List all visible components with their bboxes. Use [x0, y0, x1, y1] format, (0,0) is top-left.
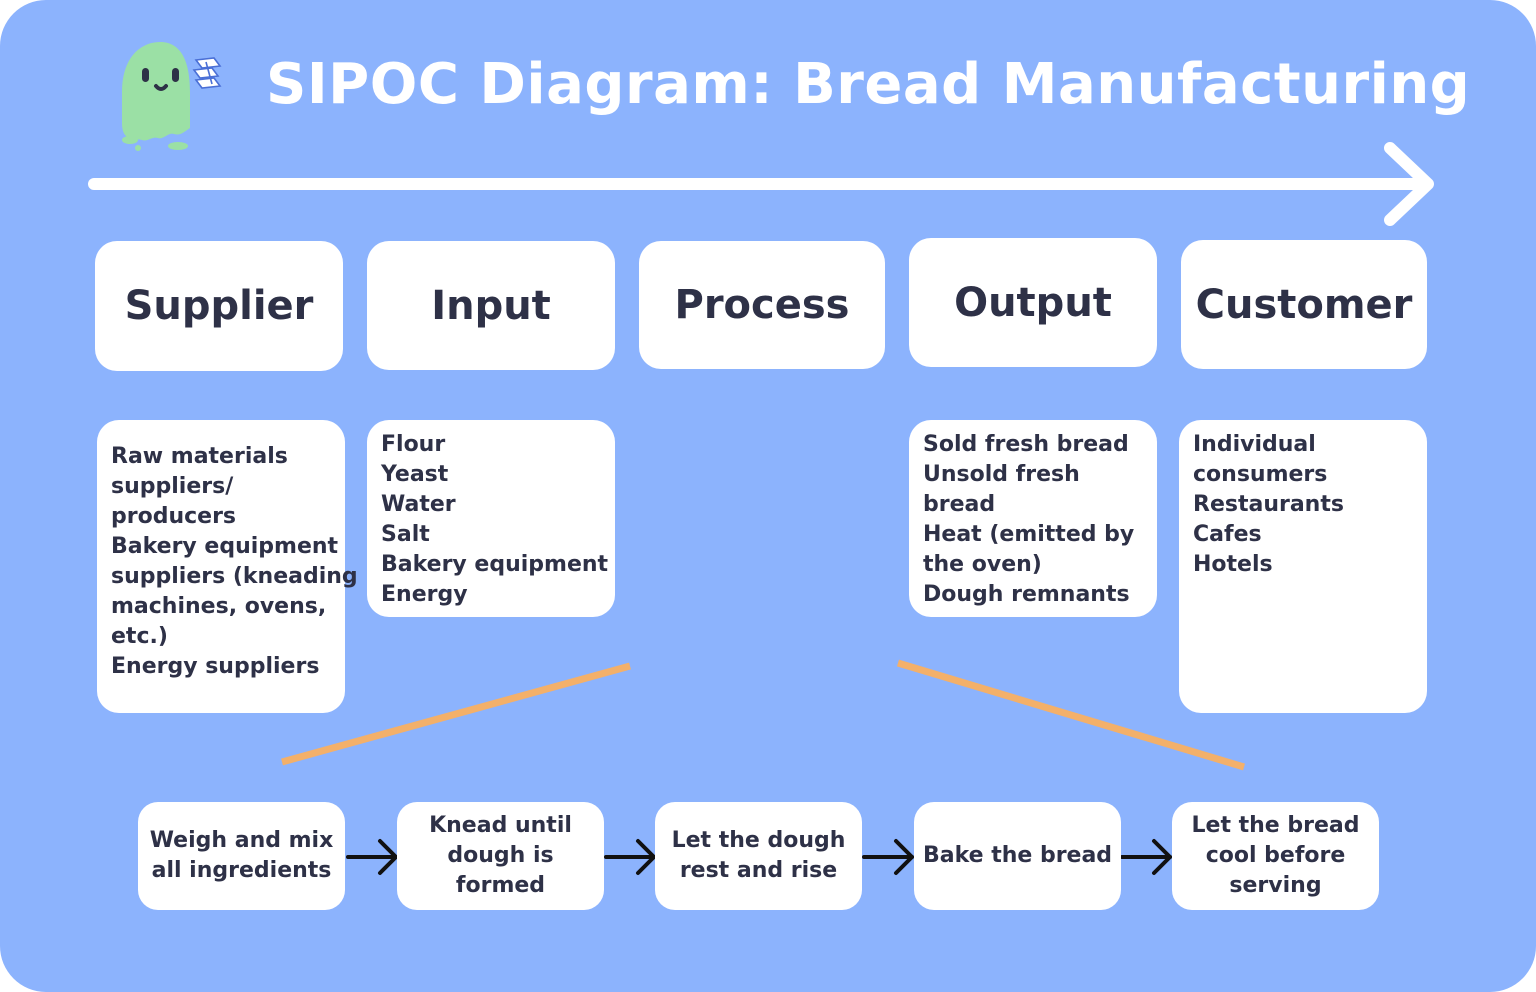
- step-text: rest and rise: [679, 858, 838, 883]
- arrow-right-icon: [862, 839, 914, 875]
- list-item: machines, ovens,: [111, 594, 327, 619]
- list-item: Energy: [381, 582, 468, 607]
- header-output: Output: [909, 238, 1157, 367]
- list-item: Cafes: [1193, 522, 1262, 547]
- ghost-mascot-icon: [122, 42, 222, 151]
- step-text: dough is: [447, 843, 554, 868]
- list-item: the oven): [923, 552, 1042, 577]
- list-item: Yeast: [381, 462, 449, 487]
- header-customer: Customer: [1181, 240, 1427, 369]
- list-item: Water: [381, 492, 456, 517]
- output-list: Sold fresh bread Unsold fresh bread Heat…: [909, 420, 1157, 617]
- header-process: Process: [639, 241, 885, 369]
- header-input: Input: [367, 241, 615, 370]
- arrow-right-icon: [604, 839, 656, 875]
- arrow-right-icon: [346, 839, 398, 875]
- step-text: serving: [1229, 873, 1322, 898]
- process-step-4: Bake the bread: [914, 802, 1121, 910]
- step-text: Let the bread: [1191, 813, 1360, 838]
- list-item: Restaurants: [1193, 492, 1344, 517]
- list-item: Unsold fresh: [923, 462, 1080, 487]
- list-item: Energy suppliers: [111, 654, 320, 679]
- list-item: Flour: [381, 432, 446, 457]
- list-item: suppliers/: [111, 474, 234, 499]
- list-item: Hotels: [1193, 552, 1273, 577]
- arrow-right-icon: [1120, 839, 1172, 875]
- list-item: Heat (emitted by: [923, 522, 1135, 547]
- process-step-1: Weigh and mix all ingredients: [138, 802, 345, 910]
- process-step-3: Let the dough rest and rise: [655, 802, 862, 910]
- list-item: producers: [111, 504, 237, 529]
- page-title: SIPOC Diagram: Bread Manufacturing: [266, 52, 1471, 117]
- header-supplier: Supplier: [95, 241, 343, 371]
- step-text: cool before: [1205, 843, 1346, 868]
- list-item: bread: [923, 492, 996, 517]
- step-text: Knead until: [429, 813, 572, 838]
- process-step-5: Let the bread cool before serving: [1172, 802, 1379, 910]
- list-item: Individual: [1193, 432, 1316, 457]
- step-text: all ingredients: [151, 858, 332, 883]
- process-connector-right: [896, 659, 1246, 771]
- list-item: Bakery equipment: [381, 552, 609, 577]
- list-item: etc.): [111, 624, 168, 649]
- list-item: Salt: [381, 522, 430, 547]
- list-item: Bakery equipment: [111, 534, 339, 559]
- list-item: Dough remnants: [923, 582, 1130, 607]
- list-item: suppliers (kneading: [111, 564, 358, 589]
- step-text: Bake the bread: [922, 843, 1113, 868]
- process-connector-left: [281, 662, 631, 766]
- long-arrow-right-icon: [88, 142, 1434, 226]
- step-text: Weigh and mix: [149, 828, 334, 853]
- list-item: Raw materials: [111, 444, 288, 469]
- list-item: consumers: [1193, 462, 1328, 487]
- process-step-2: Knead until dough is formed: [397, 802, 604, 910]
- customer-list: Individual consumers Restaurants Cafes H…: [1179, 420, 1427, 713]
- step-text: formed: [455, 873, 546, 898]
- list-item: Sold fresh bread: [923, 432, 1129, 457]
- input-list: Flour Yeast Water Salt Bakery equipment …: [367, 420, 615, 617]
- supplier-list: Raw materials suppliers/ producers Baker…: [97, 420, 358, 713]
- step-text: Let the dough: [671, 828, 846, 853]
